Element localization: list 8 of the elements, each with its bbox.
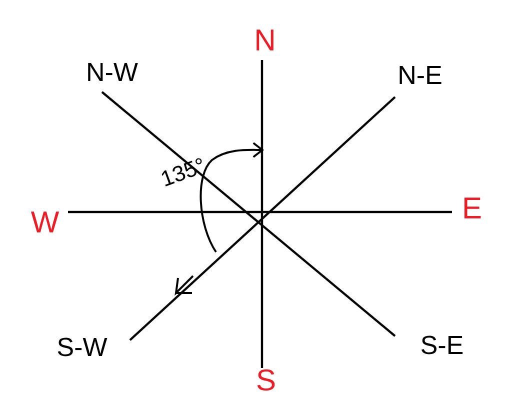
- direction-label: N-E: [400, 66, 442, 84]
- direction-label: S-W: [58, 338, 108, 356]
- direction-label: N-W: [88, 63, 138, 81]
- direction-label: E: [464, 198, 481, 218]
- direction-label: W: [30, 212, 60, 232]
- direction-label: N: [256, 30, 274, 50]
- direction-label: S-E: [422, 336, 463, 354]
- direction-label: S: [257, 369, 275, 391]
